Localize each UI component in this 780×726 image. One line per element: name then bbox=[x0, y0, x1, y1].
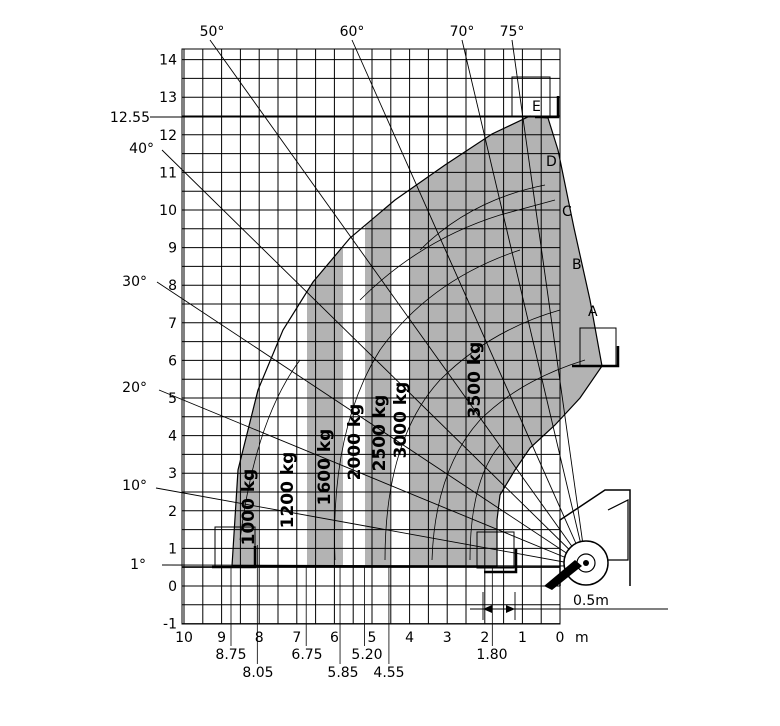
x-tick-label: 1 bbox=[518, 630, 527, 646]
extension-arc bbox=[334, 249, 521, 561]
angle-label: 60° bbox=[340, 24, 365, 40]
angle-label: 50° bbox=[200, 24, 225, 40]
angle-label: 30° bbox=[122, 274, 147, 290]
angle-ray bbox=[511, 39, 587, 567]
reach-label: 6.75 bbox=[291, 647, 322, 663]
y-tick-label: 12 bbox=[159, 128, 177, 144]
extension-mark-label: D bbox=[546, 154, 557, 170]
offset-arrow bbox=[483, 605, 492, 613]
x-tick-label: 0 bbox=[556, 630, 565, 646]
extension-arc bbox=[419, 184, 546, 251]
extension-mark-label: C bbox=[562, 204, 572, 220]
load-zone-label: 1600 kg bbox=[315, 429, 335, 506]
extension-arc bbox=[469, 444, 501, 561]
extension-arc bbox=[239, 359, 301, 541]
angle-label: 40° bbox=[129, 141, 154, 157]
y-tick-label: 7 bbox=[168, 316, 177, 332]
load-zone-label: 1200 kg bbox=[278, 452, 298, 529]
angle-ray bbox=[351, 39, 587, 567]
y-tick-label: 4 bbox=[168, 429, 177, 445]
fork bbox=[572, 346, 620, 368]
carriage-top bbox=[511, 76, 551, 118]
fork bbox=[484, 549, 518, 574]
y-tick-label: -1 bbox=[163, 617, 177, 633]
offset-label: 0.5m bbox=[573, 593, 609, 609]
angle-label: 1° bbox=[130, 557, 146, 573]
y-tick-label: 0 bbox=[168, 579, 177, 595]
reach-label: 8.05 bbox=[242, 665, 273, 681]
x-tick-label: 2 bbox=[480, 630, 489, 646]
machine-cab-window bbox=[600, 499, 629, 561]
wheel-axle bbox=[583, 560, 589, 566]
telehandler-outline bbox=[182, 76, 631, 590]
load-zone-label: 1000 kg bbox=[239, 469, 259, 546]
angle-ray bbox=[156, 281, 587, 567]
x-tick-label: 8 bbox=[255, 630, 264, 646]
max-height-label: 12.55 bbox=[110, 110, 150, 126]
extension-mark-label: A bbox=[588, 304, 598, 320]
y-tick-label: 13 bbox=[159, 90, 177, 106]
load-zone-label: 3000 kg bbox=[391, 382, 411, 459]
load-zone-label: 2500 kg bbox=[370, 395, 390, 472]
angle-label: 20° bbox=[122, 380, 147, 396]
x-tick-label: 3 bbox=[443, 630, 452, 646]
extension-arc bbox=[431, 359, 586, 561]
angle-ray bbox=[161, 149, 587, 567]
y-tick-label: 1 bbox=[168, 541, 177, 557]
reach-label: 1.80 bbox=[476, 647, 507, 663]
offset-arrow bbox=[506, 605, 515, 613]
y-tick-label: 9 bbox=[168, 241, 177, 257]
reach-label: 8.75 bbox=[215, 647, 246, 663]
labels: 1° 10° 20° 30° 40° 50° 60° 70° 75° 12.55A B C D E 0.5m… bbox=[110, 24, 668, 681]
x-tick-label: 10 bbox=[175, 630, 193, 646]
reach-label: 5.85 bbox=[327, 665, 358, 681]
envelope-outline bbox=[231, 115, 603, 567]
extension-arc bbox=[384, 309, 561, 561]
x-tick-label: 4 bbox=[405, 630, 414, 646]
reach-label: 5.20 bbox=[351, 647, 382, 663]
x-tick-label: 9 bbox=[217, 630, 226, 646]
angle-ray bbox=[461, 39, 587, 567]
y-tick-label: 14 bbox=[159, 53, 177, 69]
extension-mark-label: E bbox=[532, 99, 541, 115]
y-tick-label: 11 bbox=[159, 165, 177, 181]
load-zone-label: 3500 kg bbox=[465, 342, 485, 419]
angle-label: 10° bbox=[122, 478, 147, 494]
x-tick-label: 7 bbox=[292, 630, 301, 646]
load-zone-label: 2000 kg bbox=[345, 404, 365, 481]
load-zone-band bbox=[410, 116, 602, 566]
angle-ray bbox=[209, 39, 587, 567]
extension-mark-label: B bbox=[572, 257, 582, 273]
angle-ray bbox=[158, 389, 587, 567]
angle-label: 75° bbox=[500, 24, 525, 40]
y-tick-label: 8 bbox=[168, 278, 177, 294]
working-envelope bbox=[231, 115, 603, 567]
y-tick-label: 3 bbox=[168, 466, 177, 482]
x-tick-label: 5 bbox=[368, 630, 377, 646]
extension-arcs bbox=[239, 184, 586, 561]
grid-border bbox=[181, 48, 561, 625]
reach-label: 4.55 bbox=[373, 665, 404, 681]
y-tick-label: 2 bbox=[168, 504, 177, 520]
x-axis-unit: m bbox=[575, 630, 589, 646]
extension-arc bbox=[359, 199, 556, 301]
y-tick-label: 6 bbox=[168, 353, 177, 369]
y-tick-label: 5 bbox=[168, 391, 177, 407]
load-zone-band bbox=[365, 116, 390, 566]
machine-body bbox=[559, 489, 631, 586]
angle-label: 70° bbox=[450, 24, 475, 40]
carriage-near bbox=[476, 531, 515, 569]
x-tick-label: 6 bbox=[330, 630, 339, 646]
y-tick-label: 10 bbox=[159, 203, 177, 219]
fork bbox=[535, 96, 560, 119]
boom-pivot bbox=[544, 560, 582, 590]
